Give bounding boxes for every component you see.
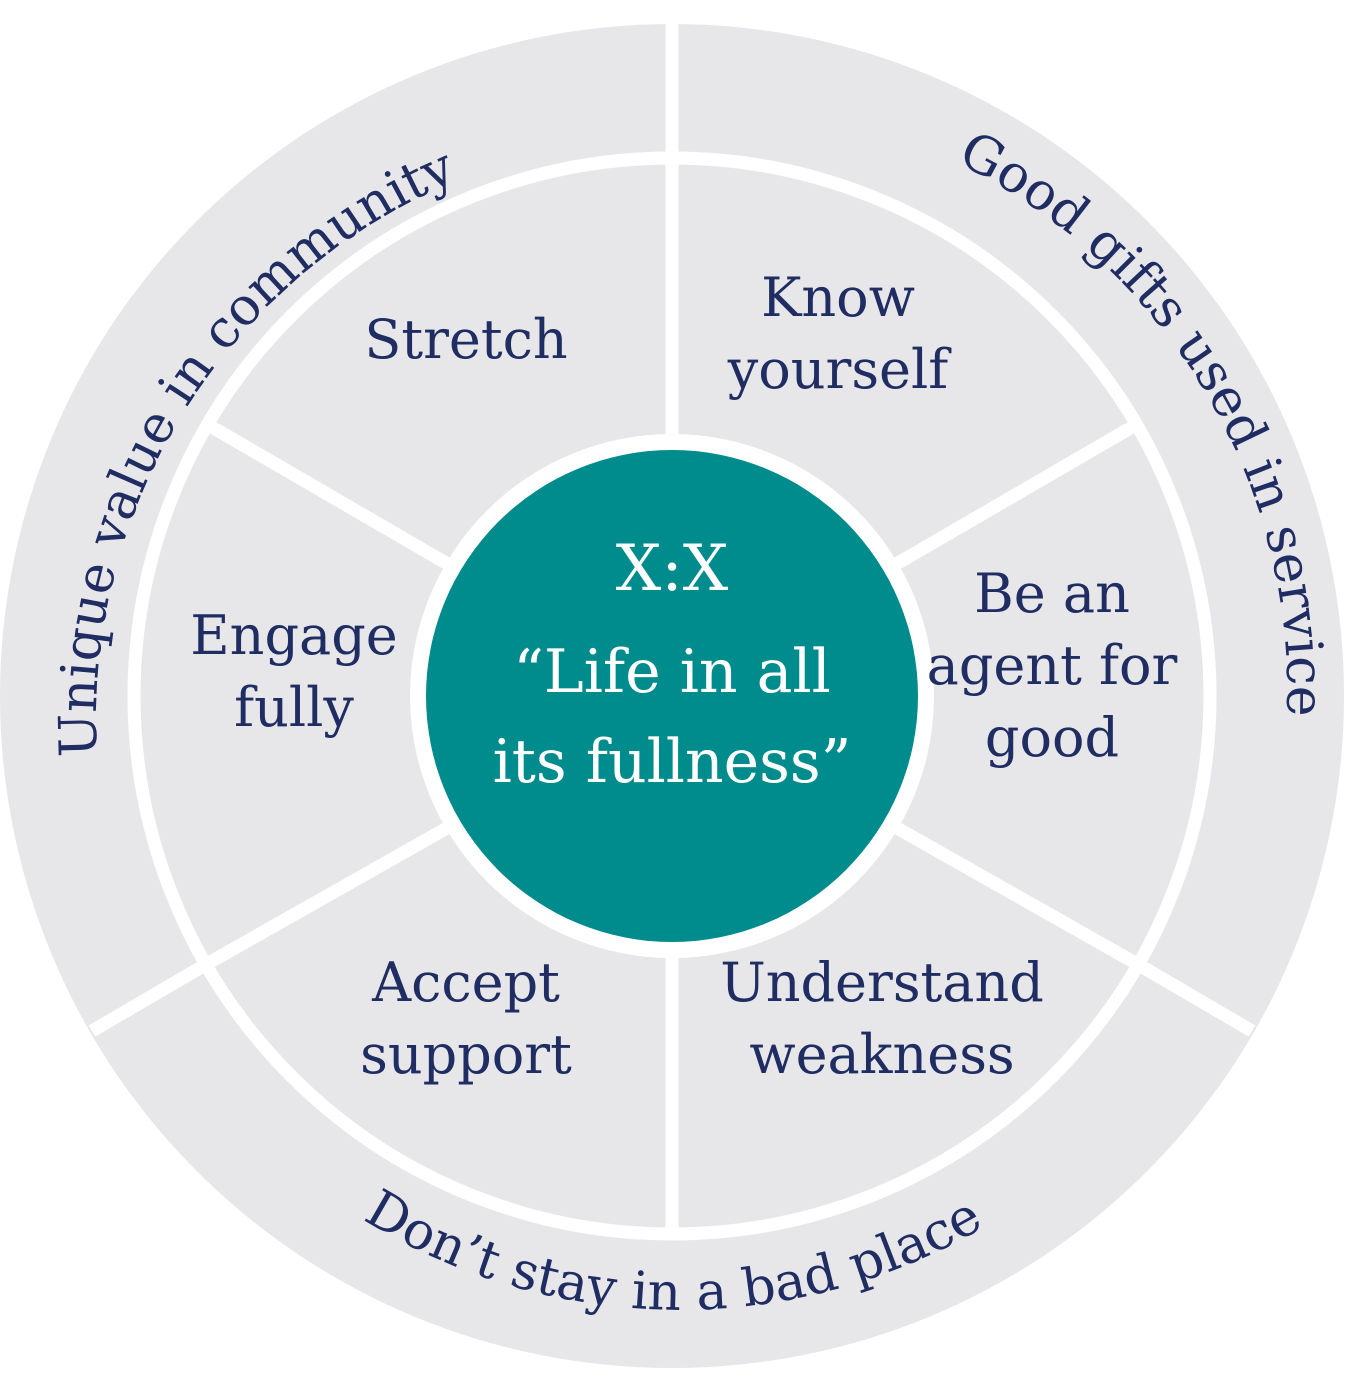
segment-label-line: Engage bbox=[190, 604, 397, 667]
segment-label-line: Be an bbox=[974, 562, 1130, 625]
outer-divider-left bbox=[88, 959, 209, 1037]
hub bbox=[426, 450, 918, 942]
hub-quote-line-2: its fullness” bbox=[493, 727, 852, 797]
segment-label-line: support bbox=[360, 1023, 572, 1086]
inner-divider-upper-left bbox=[201, 417, 474, 583]
hub-quote-line-1: “Life in all bbox=[513, 637, 831, 707]
inner-segment-agent-for-good: Be an agent for good bbox=[927, 562, 1178, 769]
inner-divider-lower-left bbox=[201, 809, 474, 971]
inner-segment-stretch: Stretch bbox=[364, 308, 567, 371]
segment-label-line: agent for bbox=[927, 634, 1178, 697]
inner-segment-know-yourself: Know yourself bbox=[727, 266, 953, 401]
segment-label-line: weakness bbox=[749, 1023, 1014, 1086]
segment-label-line: good bbox=[985, 706, 1119, 769]
inner-divider-upper-right bbox=[870, 417, 1143, 583]
segment-label-line: Understand bbox=[720, 951, 1044, 1014]
hub-title: X:X bbox=[616, 532, 729, 606]
inner-segment-understand-weakness: Understand weakness bbox=[720, 951, 1044, 1086]
segment-label-line: Know bbox=[761, 266, 915, 329]
inner-segment-accept-support: Accept support bbox=[360, 951, 572, 1086]
segment-label-line: fully bbox=[234, 676, 354, 739]
segment-label-line: Stretch bbox=[364, 308, 567, 371]
outer-divider-right bbox=[1135, 959, 1256, 1037]
segment-label-line: Accept bbox=[371, 951, 560, 1014]
inner-divider-lower-right bbox=[870, 809, 1143, 971]
segment-label-line: yourself bbox=[727, 338, 953, 401]
inner-segment-engage-fully: Engage fully bbox=[190, 604, 397, 739]
